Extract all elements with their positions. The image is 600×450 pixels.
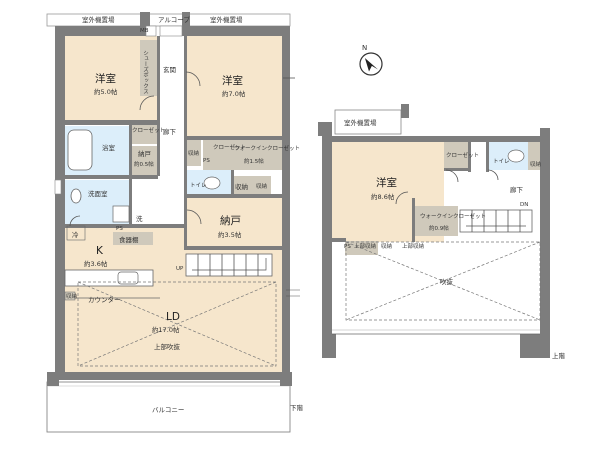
hallway (160, 36, 185, 196)
western-room-2 (186, 36, 284, 137)
closet-1 (131, 124, 158, 144)
balcony-label: バルコニー (152, 406, 184, 414)
upper-ps-label: PS (344, 244, 351, 250)
alcove-label: アルコーブ (158, 15, 190, 24)
storage-3-label: 収納 (256, 182, 268, 190)
compass: N (359, 44, 383, 76)
ps-1-label: PS (203, 158, 210, 164)
upper-storage-upper-2-label: 上部収納 (402, 242, 425, 250)
stairs-lower (185, 253, 273, 277)
upper-walk-in-closet (414, 206, 458, 236)
closet-1-label: クローゼット (132, 126, 165, 134)
storage-2-label: 収納 (235, 182, 248, 191)
storage-3 (254, 176, 271, 194)
cupboard (113, 232, 153, 245)
upper-dn-label: DN (520, 202, 528, 208)
upper-hallway-label: 廊下 (510, 185, 524, 194)
storage-small-size: 約0.5帖 (134, 160, 154, 168)
shoes-closet-label: シューズボックス (142, 50, 149, 94)
upper-walk-in-closet-name: ウォークインクローゼット (420, 212, 486, 220)
storage-room (186, 198, 282, 248)
washroom-label: 洗面室 (88, 189, 108, 198)
outdoor-unit-right-label: 室外機置場 (210, 15, 243, 24)
upper-storage-1-label: 収納 (530, 160, 542, 168)
up-label: UP (176, 266, 184, 272)
upper-void-label: 上部吹抜 (154, 342, 181, 351)
hallway-label: 廊下 (163, 127, 177, 136)
walk-in-closet-size: 約1.5帖 (244, 157, 264, 165)
storage-2 (233, 176, 254, 194)
bath-label: 浴室 (102, 143, 116, 152)
stairs-upper (459, 209, 533, 233)
ldk-area (64, 227, 285, 377)
storage-4-label: 収納 (66, 292, 78, 300)
outdoor-unit-left-label: 室外機置場 (82, 15, 115, 24)
upper-western-room-size: 約8.6帖 (371, 192, 395, 201)
upper-storage-1 (528, 142, 542, 170)
western-room-1-size: 約5.0帖 (94, 87, 118, 96)
lower-floor-labels: 室外機置場 MB アルコーブ 室外機置場 洋室 約5.0帖 玄関 シューズボック… (66, 15, 304, 414)
fridge-label: 冷 (72, 230, 79, 239)
upper-floor-mark: 上階 (552, 351, 566, 360)
upper-walk-in-closet-size: 約0.9帖 (429, 224, 449, 232)
western-room-2-name: 洋室 (222, 74, 243, 87)
counter-label: カウンター (88, 295, 121, 304)
storage-room-name: 納戸 (220, 214, 241, 227)
upper-storage-upper-1-label: 上部収納 (354, 242, 377, 250)
upper-closet (444, 142, 468, 168)
storage-room-size: 約3.5帖 (218, 230, 242, 239)
shoes-closet (140, 40, 157, 96)
closet-2-label: クローゼット (213, 143, 246, 151)
compass-north-label: N (362, 44, 367, 52)
upper-closet-label: クローゼット (446, 151, 479, 159)
lower-floor-mark: 下階 (290, 403, 304, 412)
wash-label: 洗 (136, 214, 143, 223)
upper-outdoor-unit-label: 室外機置場 (344, 118, 377, 127)
lower-floor-plan (46, 12, 300, 433)
storage-1-label: 収納 (188, 149, 200, 157)
storage-small (131, 146, 158, 176)
kitchen-size: 約3.6帖 (84, 259, 108, 268)
upper-hallway (470, 172, 540, 198)
upper-floor-labels: 室外機置場 洋室 約8.6帖 クローゼット トイレ 収納 廊下 DN ウォークイ… (344, 118, 566, 360)
upper-floor-plan (318, 104, 550, 358)
upper-western-room-name: 洋室 (376, 176, 397, 189)
upper-void-label: 吹抜 (440, 277, 454, 286)
mb-label: MB (140, 28, 149, 34)
walk-in-closet-name: ウォークインクローゼット (234, 144, 300, 152)
kitchen-name: K (96, 245, 104, 257)
upper-toilet-label: トイレ (493, 159, 510, 165)
western-room-2-size: 約7.0帖 (222, 89, 246, 98)
ld-name: LD (166, 311, 180, 323)
walk-in-closet (203, 140, 282, 170)
cupboard-label: 食器棚 (119, 235, 139, 244)
entrance-label: 玄関 (163, 65, 176, 74)
ld-size: 約17.0帖 (152, 325, 180, 334)
storage-1 (185, 140, 201, 166)
western-room-1-name: 洋室 (95, 72, 116, 85)
ps-2-label: PS (116, 226, 123, 232)
toilet-label: トイレ (190, 183, 207, 189)
upper-storage-2-label: 収納 (381, 242, 393, 250)
storage-small-name: 納戸 (138, 149, 152, 158)
